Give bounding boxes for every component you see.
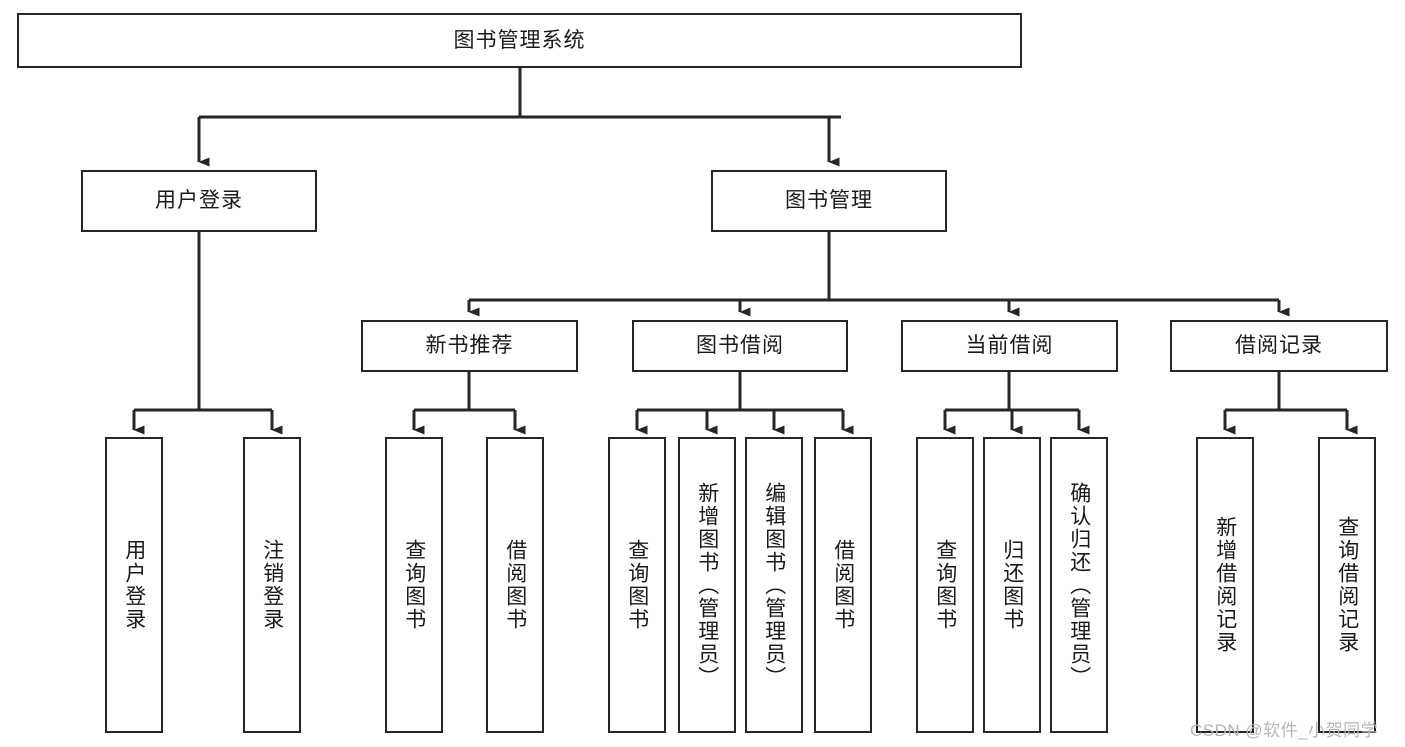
node-leaf-query-book-bor[interactable]: 查询图书 bbox=[608, 437, 666, 733]
node-leaf-borrow-book-rec[interactable]: 借阅图书 bbox=[486, 437, 544, 733]
node-leaf-query-book-bor-label: 查询图书 bbox=[625, 539, 649, 631]
node-leaf-borrow-book-bor-label: 借阅图书 bbox=[831, 539, 855, 631]
node-leaf-return-book[interactable]: 归还图书 bbox=[983, 437, 1041, 733]
node-borrow-record-label: 借阅记录 bbox=[1235, 334, 1323, 358]
node-leaf-add-record-label: 新增借阅记录 bbox=[1213, 516, 1237, 654]
node-leaf-edit-book[interactable]: 编辑图书（管理员） bbox=[745, 437, 803, 733]
node-leaf-query-book-cur-label: 查询图书 bbox=[933, 539, 957, 631]
node-leaf-query-record[interactable]: 查询借阅记录 bbox=[1318, 437, 1376, 733]
node-leaf-query-book-cur[interactable]: 查询图书 bbox=[916, 437, 974, 733]
node-book-borrow-label: 图书借阅 bbox=[696, 334, 784, 358]
node-leaf-confirm-return-label: 确认归还（管理员） bbox=[1067, 481, 1091, 689]
node-leaf-user-logout[interactable]: 注销登录 bbox=[243, 437, 301, 733]
node-leaf-borrow-book-bor[interactable]: 借阅图书 bbox=[814, 437, 872, 733]
node-leaf-query-book-rec[interactable]: 查询图书 bbox=[385, 437, 443, 733]
node-current-borrow-label: 当前借阅 bbox=[965, 334, 1054, 358]
node-leaf-query-book-rec-label: 查询图书 bbox=[402, 539, 426, 631]
node-leaf-return-book-label: 归还图书 bbox=[1000, 539, 1024, 631]
node-leaf-edit-book-label: 编辑图书（管理员） bbox=[762, 481, 786, 689]
node-book-manage-label: 图书管理 bbox=[785, 189, 873, 213]
node-new-book-recommend-label: 新书推荐 bbox=[425, 334, 514, 358]
node-leaf-user-login[interactable]: 用户登录 bbox=[105, 437, 163, 733]
node-leaf-borrow-book-rec-label: 借阅图书 bbox=[503, 539, 527, 631]
node-leaf-user-logout-label: 注销登录 bbox=[260, 539, 284, 631]
node-leaf-user-login-label: 用户登录 bbox=[122, 539, 146, 631]
node-user-login[interactable]: 用户登录 bbox=[81, 170, 317, 232]
watermark-text: CSDN @软件_小贺同学 bbox=[1190, 721, 1379, 740]
node-root-label: 图书管理系统 bbox=[453, 28, 586, 52]
node-root[interactable]: 图书管理系统 bbox=[17, 13, 1022, 68]
node-borrow-record[interactable]: 借阅记录 bbox=[1170, 320, 1388, 372]
node-book-borrow[interactable]: 图书借阅 bbox=[632, 320, 848, 372]
node-current-borrow[interactable]: 当前借阅 bbox=[901, 320, 1118, 372]
node-book-manage[interactable]: 图书管理 bbox=[711, 170, 947, 232]
node-leaf-add-book[interactable]: 新增图书（管理员） bbox=[678, 437, 736, 733]
node-leaf-add-book-label: 新增图书（管理员） bbox=[695, 481, 719, 689]
node-leaf-add-record[interactable]: 新增借阅记录 bbox=[1196, 437, 1254, 733]
node-leaf-query-record-label: 查询借阅记录 bbox=[1335, 516, 1359, 654]
node-leaf-confirm-return[interactable]: 确认归还（管理员） bbox=[1050, 437, 1108, 733]
node-user-login-label: 用户登录 bbox=[155, 189, 243, 213]
node-new-book-recommend[interactable]: 新书推荐 bbox=[361, 320, 578, 372]
